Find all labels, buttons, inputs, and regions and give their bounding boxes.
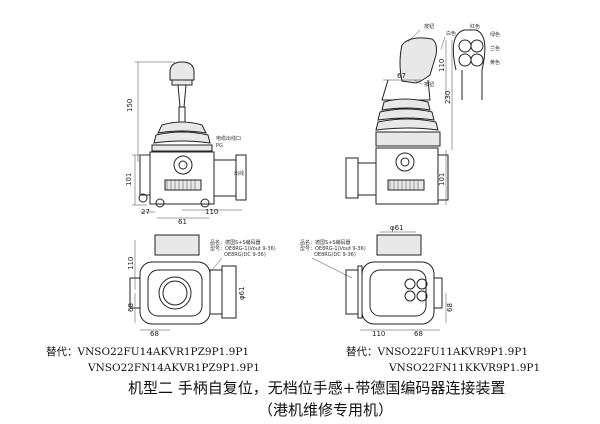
right-side-view: 67 110 230 101 按钮 白色 按钮: [345, 23, 456, 205]
svg-text:OE8RG(DC 9-36): OE8RG(DC 9-36): [314, 252, 356, 258]
svg-text:68: 68: [414, 330, 423, 338]
svg-text:67: 67: [397, 72, 406, 80]
svg-text:白色: 白色: [446, 30, 456, 37]
dim-27: 27: [141, 208, 150, 216]
handle-grip: [399, 37, 437, 84]
svg-text:电缆出线口: 电缆出线口: [216, 135, 241, 142]
button-color-detail: 红色 绿色 兰色 黄色: [452, 23, 500, 100]
dim-61: 61: [178, 218, 187, 226]
dim-height: 150: [126, 99, 134, 112]
svg-text:按钮: 按钮: [424, 81, 434, 88]
svg-text:68: 68: [127, 303, 135, 312]
dim-110: 110: [205, 208, 218, 216]
right-top-view: φ61 110 68 68 品名：德国S+S编码器 型号：OE8RG-1(Vou…: [300, 224, 454, 338]
svg-text:红色: 红色: [470, 23, 480, 30]
svg-text:型号：OE8RG-1(Vout 9-36): 型号：OE8RG-1(Vout 9-36): [300, 245, 366, 252]
svg-text:110: 110: [127, 257, 135, 270]
drawing-subtitle: （港机维修专用机）: [258, 401, 394, 419]
svg-text:型号：OE8RG-1(Vout 9-36): 型号：OE8RG-1(Vout 9-36): [210, 245, 276, 252]
svg-text:绿色: 绿色: [490, 31, 500, 38]
handle-knob: [169, 61, 195, 81]
svg-text:68: 68: [150, 330, 159, 338]
svg-text:110: 110: [372, 330, 385, 338]
left-side-view: 150 101 27 61 110 电缆出线口 PG 出线: [125, 61, 247, 226]
svg-text:按钮: 按钮: [424, 23, 434, 30]
dim-base-height: 101: [125, 173, 133, 186]
left-replacement-line1: 替代：VNSO22FU14AKVR1PZ9P1.9P1: [46, 346, 250, 358]
svg-text:出线: 出线: [234, 170, 244, 177]
svg-text:φ61: φ61: [238, 286, 246, 300]
svg-text:PG: PG: [216, 143, 223, 149]
svg-text:品名：德国S+S编码器: 品名：德国S+S编码器: [300, 239, 351, 246]
svg-text:兰色: 兰色: [490, 45, 500, 52]
drawing-title: 机型二 手柄自复位，无档位手感+带德国编码器连接装置: [128, 379, 506, 397]
svg-text:68: 68: [446, 303, 454, 312]
svg-text:φ61: φ61: [390, 224, 404, 232]
svg-text:OE8RG(DC 9-36): OE8RG(DC 9-36): [224, 252, 266, 258]
left-top-view: 110 68 68 φ61 品名：德国S+S编码器 型号：OE8RG-1(Vou…: [127, 234, 276, 338]
right-replacement-line2: VNSO22FN11KKVR9P1.9P1: [389, 362, 541, 374]
rubber-boot: [151, 121, 213, 152]
left-replacement-line2: VNSO22FN14AKVR1PZ9P1.9P1: [88, 362, 260, 374]
svg-text:黄色: 黄色: [490, 59, 500, 66]
rubber-boot: [375, 98, 441, 147]
svg-text:110: 110: [438, 59, 446, 72]
svg-text:品名：德国S+S编码器: 品名：德国S+S编码器: [210, 239, 261, 246]
right-replacement-line1: 替代：VNSO22FU11AKVR9P1.9P1: [346, 346, 529, 358]
svg-text:230: 230: [444, 91, 452, 104]
svg-text:101: 101: [438, 173, 446, 186]
